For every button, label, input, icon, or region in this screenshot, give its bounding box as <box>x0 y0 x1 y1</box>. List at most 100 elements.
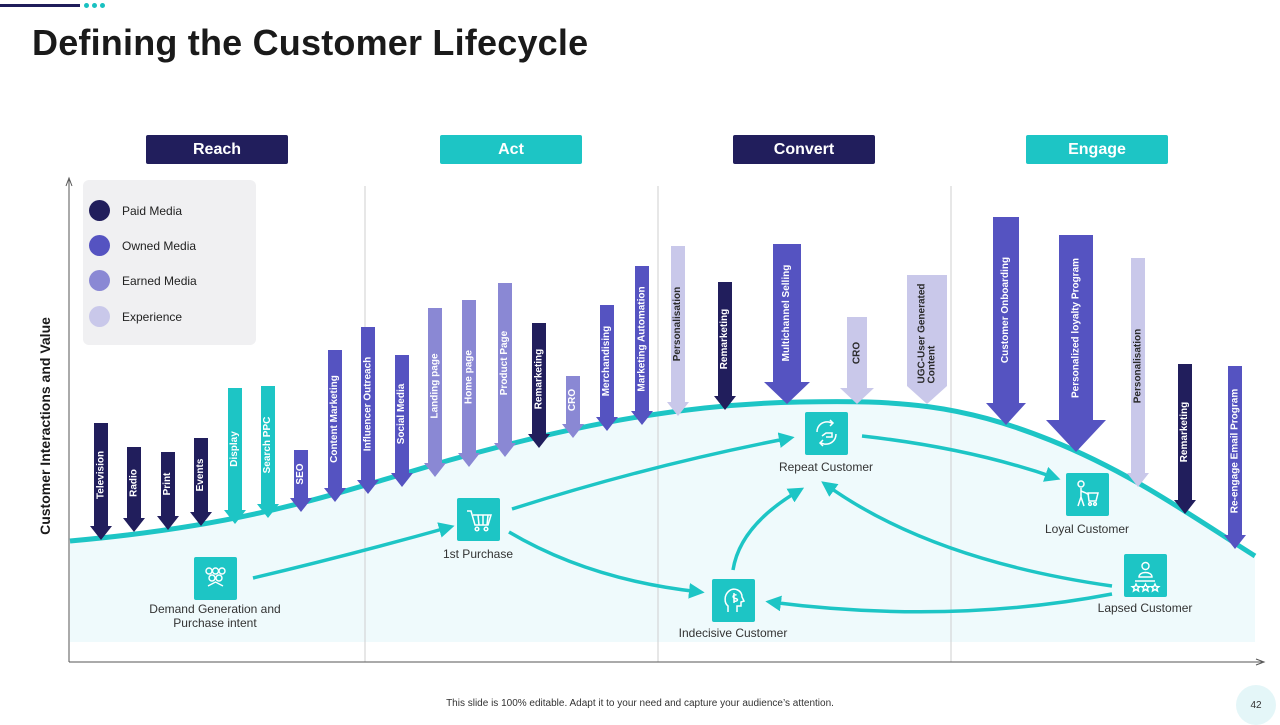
touchpoint-label: Television <box>95 450 106 499</box>
page-title: Defining the Customer Lifecycle <box>32 22 589 63</box>
legend-item: Experience <box>89 306 182 327</box>
legend-label: Paid Media <box>122 203 183 218</box>
touchpoint-label: CRO <box>567 388 578 412</box>
touchpoint-label: Remarketing <box>1179 401 1190 463</box>
touchpoint-arrow <box>324 350 346 502</box>
touchpoint-label: Personalisation <box>672 286 683 362</box>
node-label-loyal: Loyal Customer <box>1044 522 1130 536</box>
node-label-indecisive: Indecisive Customer <box>678 626 788 640</box>
stage-convert: Convert <box>733 135 875 164</box>
touchpoint-arrow <box>357 327 379 494</box>
legend-label: Experience <box>122 309 183 324</box>
repeat-hand-icon <box>805 412 848 455</box>
touchpoint-label: Social Media <box>396 383 407 445</box>
legend-swatch <box>89 200 110 221</box>
thinking-head-icon <box>712 579 755 622</box>
y-axis-label: Customer Interactions and Value <box>37 317 53 535</box>
loyal-cart-icon <box>1066 473 1109 516</box>
touchpoint-arrow <box>391 355 413 487</box>
touchpoint-label: Influencer Outreach <box>362 356 373 451</box>
accent-dot <box>100 3 105 8</box>
touchpoint-arrow <box>290 450 312 512</box>
demand-icon <box>194 557 237 600</box>
touchpoint-arrow <box>764 244 810 404</box>
curve-area <box>70 401 1255 642</box>
touchpoint-label: Personalized loyalty Program <box>1070 257 1081 398</box>
touchpoint-arrow <box>458 300 480 467</box>
flow-first-to-repeat <box>511 432 795 511</box>
flow-indecisive-to-repeat <box>731 487 805 571</box>
legend-item: Owned Media <box>89 235 196 256</box>
touchpoint-label: Personalisation <box>1132 328 1143 403</box>
touchpoint-arrow <box>907 275 947 404</box>
touchpoint-arrow <box>494 283 516 457</box>
legend-label: Owned Media <box>122 238 197 253</box>
legend-swatch <box>89 235 110 256</box>
touchpoint-arrow <box>986 217 1026 425</box>
touchpoint-label: Search PPC <box>262 416 273 474</box>
accent-dot <box>92 3 97 8</box>
touchpoint-label: Radio <box>128 468 139 497</box>
touchpoint-label: Marketing Automation <box>636 285 647 392</box>
touchpoint-label: Merchandising <box>601 325 612 397</box>
touchpoint-label: Display <box>229 431 240 467</box>
touchpoint-label: CRO <box>851 341 862 364</box>
touchpoint-arrow <box>257 386 279 518</box>
touchpoint-label: Landing page <box>429 353 440 418</box>
touchpoint-label: Remarketing <box>719 308 730 370</box>
node-label-demand: Demand Generation and Purchase intent <box>149 602 281 630</box>
touchpoint-label: SEO <box>295 463 306 485</box>
touchpoint-arrow <box>1224 366 1246 549</box>
touchpoint-label: Remarketing <box>533 348 544 409</box>
stage-engage: Engage <box>1026 135 1168 164</box>
flow-first-to-indecisive <box>508 530 705 599</box>
touchpoint-label: Multichannel Selling <box>781 264 792 362</box>
touchpoint-arrow <box>1046 235 1106 452</box>
legend-label: Earned Media <box>122 273 197 288</box>
touchpoint-arrow <box>631 266 653 425</box>
legend-item: Paid Media <box>89 200 182 221</box>
top-accent-line <box>0 4 80 7</box>
accent-dot <box>84 3 89 8</box>
flow-repeat-to-loyal <box>861 434 1061 482</box>
touchpoint-arrow <box>190 438 212 526</box>
touchpoint-arrow <box>1127 258 1149 487</box>
touchpoint-arrow <box>90 423 112 540</box>
touchpoint-arrow <box>424 308 446 477</box>
flow-lapsed-to-indecisive <box>765 592 1113 614</box>
touchpoint-arrow <box>596 305 618 431</box>
touchpoint-arrow <box>123 447 145 532</box>
node-label-first-purchase: 1st Purchase <box>442 547 514 561</box>
touchpoint-arrow <box>562 376 584 438</box>
touchpoint-arrow <box>667 246 689 416</box>
legend-swatch <box>89 306 110 327</box>
touchpoint-label: Home page <box>463 349 474 404</box>
touchpoint-arrow <box>714 282 736 410</box>
legend-swatch <box>89 270 110 291</box>
node-label-lapsed: Lapsed Customer <box>1097 601 1193 615</box>
value-curve <box>69 399 1257 559</box>
touchpoint-label: Customer Onboarding <box>1000 256 1011 364</box>
touchpoint-label: Print <box>162 472 173 496</box>
touchpoint-label: Re-engage Email Program <box>1229 388 1240 513</box>
touchpoint-label: Product Page <box>499 330 510 396</box>
touchpoint-arrow <box>840 317 874 404</box>
touchpoint-arrow <box>528 323 550 448</box>
touchpoint-arrow <box>1174 364 1196 514</box>
touchpoint-arrow <box>224 388 246 524</box>
touchpoint-label: Events <box>195 458 206 492</box>
stage-act: Act <box>440 135 582 164</box>
rating-person-icon <box>1124 554 1167 597</box>
touchpoint-label: UGC-User Generated Content <box>916 282 937 383</box>
legend-item: Earned Media <box>89 270 197 291</box>
shopping-cart-icon <box>457 498 500 541</box>
touchpoint-arrow <box>157 452 179 530</box>
node-label-repeat: Repeat Customer <box>778 460 874 474</box>
flow-lapsed-to-repeat <box>821 481 1113 588</box>
touchpoint-label: Content Marketing <box>329 375 340 463</box>
legend: Paid Media Owned Media Earned Media Expe… <box>83 180 256 345</box>
footer-note: This slide is 100% editable. Adapt it to… <box>446 698 834 709</box>
stage-reach: Reach <box>146 135 288 164</box>
page-number: 42 <box>1236 685 1276 725</box>
